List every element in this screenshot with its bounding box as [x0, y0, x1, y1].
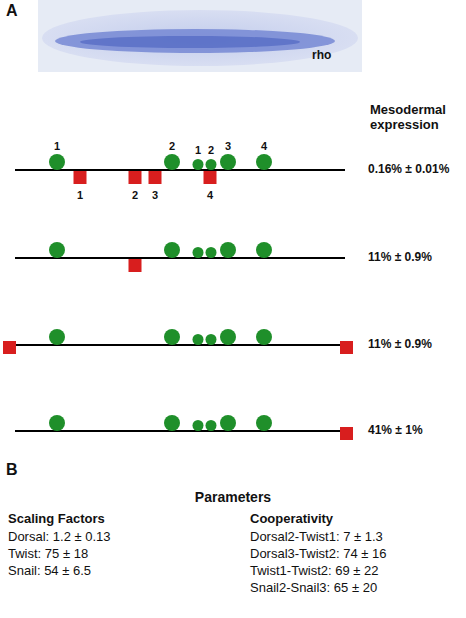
- parameter-value: Dorsal2-Twist1: 7 ± 1.3: [250, 530, 383, 545]
- activator-site: [49, 415, 65, 431]
- activator-site: [193, 247, 204, 258]
- section-heading: Parameters: [195, 489, 271, 505]
- site-number: 3: [152, 189, 158, 202]
- repressor-site: [3, 341, 16, 354]
- column-heading: Mesodermal expression: [370, 103, 462, 133]
- rho-stripe: [55, 29, 335, 53]
- image-ground: [38, 0, 362, 72]
- activator-site: [164, 415, 180, 431]
- activator-site: [49, 154, 65, 170]
- parameter-value: Dorsal3-Twist2: 74 ± 16: [250, 547, 386, 562]
- activator-site: [256, 242, 272, 258]
- repressor-site: [149, 171, 162, 184]
- repressor-site: [129, 259, 142, 272]
- activator-site: [164, 154, 180, 170]
- parameter-value: Snail2-Snail3: 65 ± 20: [250, 581, 377, 596]
- site-number: 2: [208, 144, 214, 157]
- parameter-value: Twist: 75 ± 18: [8, 547, 88, 562]
- repressor-site: [204, 171, 217, 184]
- activator-site: [49, 329, 65, 345]
- activator-site: [164, 329, 180, 345]
- parameter-heading: Scaling Factors: [8, 512, 105, 527]
- site-number: 3: [225, 140, 231, 153]
- embryo: [42, 10, 358, 66]
- activator-site: [193, 159, 204, 170]
- site-number: 2: [169, 140, 175, 153]
- activator-site: [49, 242, 65, 258]
- activator-site: [220, 415, 236, 431]
- site-number: 1: [54, 140, 60, 153]
- site-number: 4: [207, 189, 213, 202]
- dna-line: [15, 430, 345, 432]
- activator-site: [206, 159, 217, 170]
- rho-stripe-core: [80, 36, 300, 48]
- expression-value: 0.16% ± 0.01%: [368, 163, 449, 177]
- dna-line: [15, 257, 345, 259]
- site-number: 1: [77, 189, 83, 202]
- repressor-site: [129, 171, 142, 184]
- site-number: 2: [132, 189, 138, 202]
- panel-letter: A: [6, 2, 18, 20]
- activator-site: [206, 247, 217, 258]
- activator-site: [220, 242, 236, 258]
- repressor-site: [74, 171, 87, 184]
- expression-value: 41% ± 1%: [368, 424, 423, 438]
- activator-site: [256, 154, 272, 170]
- activator-site: [256, 329, 272, 345]
- activator-site: [256, 415, 272, 431]
- parameter-heading: Cooperativity: [250, 512, 333, 527]
- parameter-value: Twist1-Twist2: 69 ± 22: [250, 564, 379, 579]
- site-number: 4: [261, 140, 267, 153]
- repressor-site: [340, 341, 353, 354]
- parameter-value: Dorsal: 1.2 ± 0.13: [8, 530, 111, 545]
- dna-line: [15, 344, 345, 346]
- activator-site: [220, 329, 236, 345]
- site-number: 1: [195, 144, 201, 157]
- activator-site: [193, 420, 204, 431]
- expression-value: 11% ± 0.9%: [368, 251, 432, 265]
- activator-site: [193, 334, 204, 345]
- repressor-site: [340, 427, 353, 440]
- activator-site: [164, 242, 180, 258]
- dna-line: [15, 169, 345, 171]
- panel-letter: B: [6, 461, 18, 479]
- gene-name: rho: [312, 49, 331, 63]
- expression-value: 11% ± 0.9%: [368, 338, 432, 352]
- activator-site: [220, 154, 236, 170]
- activator-site: [206, 334, 217, 345]
- activator-site: [206, 420, 217, 431]
- parameter-value: Snail: 54 ± 6.5: [8, 564, 91, 579]
